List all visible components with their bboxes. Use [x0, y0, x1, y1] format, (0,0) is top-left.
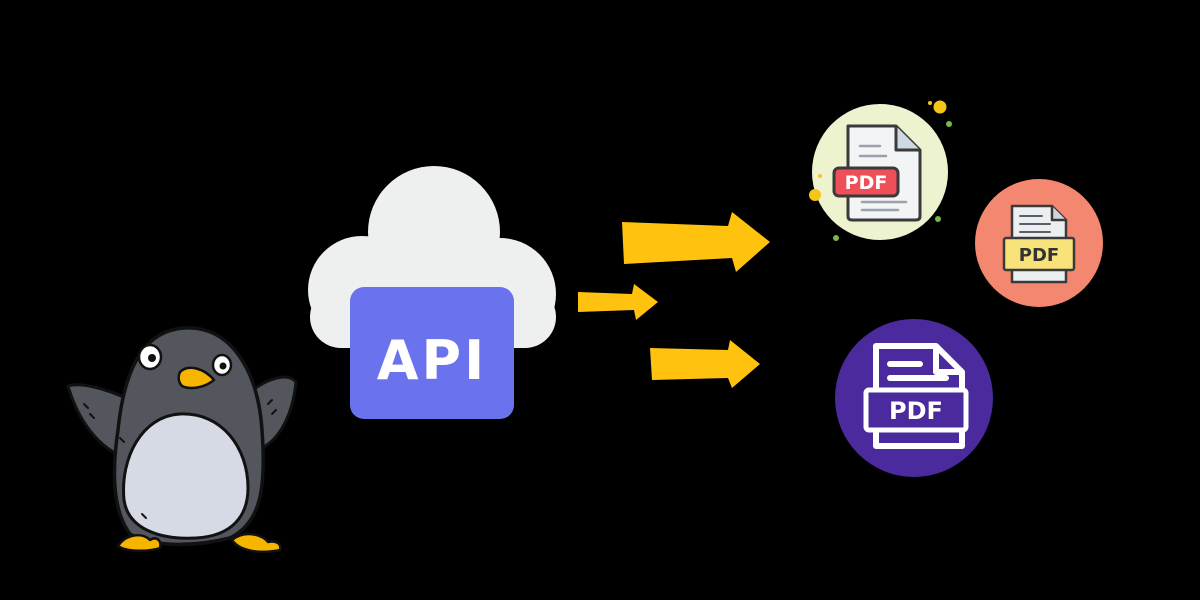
penguin-left-flipper	[66, 383, 132, 460]
arrow-to-pdf-top	[622, 212, 770, 272]
api-box	[350, 287, 514, 419]
arrow-to-pdf-bottom	[650, 340, 760, 388]
penguin-right-foot	[230, 532, 282, 554]
pdf-file-icon: PDF	[975, 179, 1103, 307]
pdf-label-3: PDF	[889, 397, 943, 425]
pdf-page-lines	[1019, 215, 1051, 233]
pdf-label-1: PDF	[845, 172, 888, 194]
pdf-tag	[1002, 236, 1076, 272]
pdf-tag	[832, 166, 900, 198]
penguin-icon	[66, 326, 298, 554]
pdf-page-fold	[933, 346, 962, 375]
sparkle-dots	[809, 100, 952, 241]
pdf-page-fold	[894, 126, 920, 152]
pdf-page-fold	[1050, 206, 1066, 222]
penguin-left-foot	[116, 533, 162, 552]
pdf-tag	[863, 387, 969, 433]
api-label: API	[377, 329, 487, 392]
pdf-file-icon: PDF	[835, 319, 993, 477]
pdf-page-lines	[858, 144, 908, 212]
penguin-marks	[83, 399, 277, 519]
cloud-api-icon: API	[308, 166, 556, 419]
pdf-label-2: PDF	[1019, 245, 1059, 266]
pdf-document-icon: PDF	[809, 100, 952, 241]
penguin-eyes	[137, 343, 233, 377]
arrow-small	[578, 284, 658, 320]
penguin-belly	[122, 412, 250, 540]
penguin-beak	[177, 366, 216, 390]
arrows	[578, 212, 770, 388]
